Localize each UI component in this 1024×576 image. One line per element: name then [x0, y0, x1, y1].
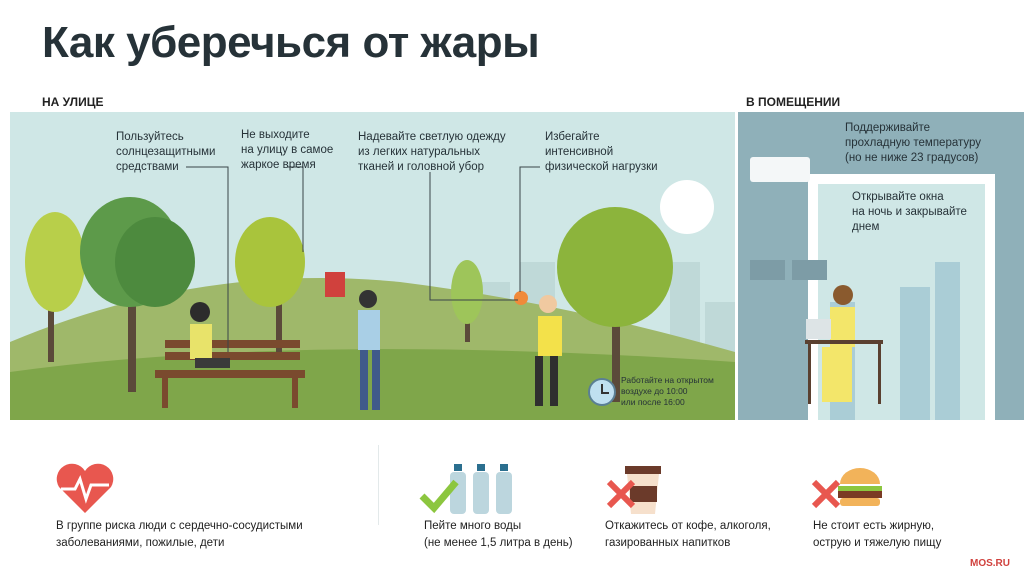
section-indoor-label: В ПОМЕЩЕНИИ [746, 95, 841, 109]
section-outdoor-label: НА УЛИЦЕ [42, 95, 104, 109]
sun-icon [660, 180, 714, 234]
bottom-drinks: Откажитесь от кофе, алкоголя,газированны… [605, 520, 771, 549]
bench [155, 340, 305, 408]
illustration-scene [10, 112, 1024, 420]
source-logo: MOS.RU [970, 558, 1010, 569]
burger-cross-icon [811, 468, 882, 509]
air-conditioner-icon [750, 157, 810, 182]
bottom-water: Пейте много воды(не менее 1,5 литра в де… [424, 520, 573, 549]
divider [378, 445, 379, 525]
person-indoor [805, 285, 883, 404]
heart-pulse-icon [56, 463, 114, 513]
bottom-risk-group: В группе риска люди с сердечно-сосудисты… [56, 520, 303, 549]
bottom-food: Не стоит есть жирную,острую и тяжелую пи… [813, 520, 942, 549]
page-title: Как уберечься от жары [42, 18, 540, 67]
trees [25, 197, 673, 402]
water-bottles-check-icon [419, 464, 512, 514]
people [190, 290, 562, 410]
coffee-cross-icon [606, 466, 661, 514]
